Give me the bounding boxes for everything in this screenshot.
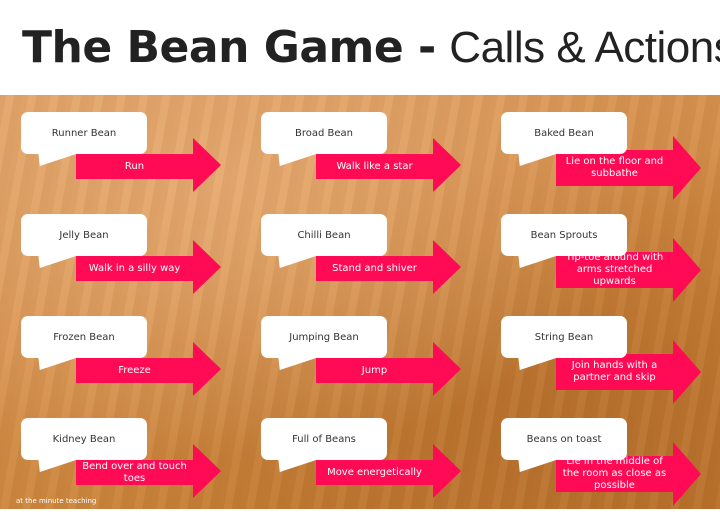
call-label: Beans on toast xyxy=(526,433,602,445)
action-arrow: Move energetically xyxy=(316,444,516,498)
speech-bubble: Chilli Bean xyxy=(261,214,387,256)
call-label: Runner Bean xyxy=(51,127,117,139)
action-label: Walk like a star xyxy=(316,154,433,179)
speech-bubble: Broad Bean xyxy=(261,112,387,154)
footer-credit: at the minute teaching xyxy=(16,497,97,505)
speech-bubble: Jelly Bean xyxy=(21,214,147,256)
card: Jelly Bean Walk in a silly way xyxy=(21,214,261,314)
action-label: Run xyxy=(76,154,193,179)
arrow-head-icon xyxy=(673,238,701,302)
card: Kidney Bean Bend over and touch toes xyxy=(21,418,261,518)
action-label: Stand and shiver xyxy=(316,256,433,281)
action-arrow: Freeze xyxy=(76,342,276,396)
speech-bubble: Kidney Bean xyxy=(21,418,147,460)
call-label: Jumping Bean xyxy=(289,331,359,343)
call-label: Broad Bean xyxy=(294,127,353,139)
card: Chilli Bean Stand and shiver xyxy=(261,214,501,314)
action-label: Freeze xyxy=(76,358,193,383)
action-arrow: Lie on the floor and subbathe xyxy=(556,136,720,200)
action-arrow: Jump xyxy=(316,342,516,396)
speech-bubble: String Bean xyxy=(501,316,627,358)
action-arrow: Walk in a silly way xyxy=(76,240,276,294)
arrow-head-icon xyxy=(433,342,461,396)
arrow-head-icon xyxy=(673,136,701,200)
speech-bubble: Runner Bean xyxy=(21,112,147,154)
title-sub: Calls & Actions xyxy=(449,23,720,72)
page-title: The Bean Game - Calls & Actions xyxy=(22,22,720,73)
action-arrow: Lie in the middle of the room as close a… xyxy=(556,442,720,506)
action-label: Lie on the floor and subbathe xyxy=(556,150,673,186)
call-label: Jelly Bean xyxy=(59,229,109,241)
call-label: Full of Beans xyxy=(292,433,356,445)
card: Jumping Bean Jump xyxy=(261,316,501,416)
action-label: Jump xyxy=(316,358,433,383)
action-arrow: Stand and shiver xyxy=(316,240,516,294)
speech-bubble: Bean Sprouts xyxy=(501,214,627,256)
card: Full of Beans Move energetically xyxy=(261,418,501,518)
arrow-head-icon xyxy=(673,442,701,506)
arrow-head-icon xyxy=(433,138,461,192)
action-arrow: Tip-toe around with arms stretched upwar… xyxy=(556,238,720,302)
action-label: Move energetically xyxy=(316,460,433,485)
card: Broad Bean Walk like a star xyxy=(261,112,501,212)
arrow-head-icon xyxy=(433,240,461,294)
call-label: Baked Bean xyxy=(534,127,594,139)
header: The Bean Game - Calls & Actions xyxy=(0,0,720,95)
arrow-head-icon xyxy=(193,240,221,294)
speech-bubble: Frozen Bean xyxy=(21,316,147,358)
call-label: Frozen Bean xyxy=(53,331,115,343)
card: Baked Bean Lie on the floor and subbathe xyxy=(501,112,720,212)
speech-bubble: Beans on toast xyxy=(501,418,627,460)
arrow-head-icon xyxy=(193,342,221,396)
arrow-head-icon xyxy=(433,444,461,498)
action-arrow: Join hands with a partner and skip xyxy=(556,340,720,404)
call-label: String Bean xyxy=(534,331,594,343)
card: Runner Bean Run xyxy=(21,112,261,212)
arrow-head-icon xyxy=(193,138,221,192)
arrow-head-icon xyxy=(193,444,221,498)
speech-bubble: Full of Beans xyxy=(261,418,387,460)
action-arrow: Run xyxy=(76,138,276,192)
speech-bubble: Jumping Bean xyxy=(261,316,387,358)
action-label: Lie in the middle of the room as close a… xyxy=(556,456,673,492)
call-label: Bean Sprouts xyxy=(530,229,598,241)
card: Bean Sprouts Tip-toe around with arms st… xyxy=(501,214,720,314)
speech-bubble: Baked Bean xyxy=(501,112,627,154)
title-main: The Bean Game - xyxy=(22,22,436,73)
arrow-head-icon xyxy=(673,340,701,404)
action-label: Bend over and touch toes xyxy=(76,460,193,485)
action-label: Join hands with a partner and skip xyxy=(556,354,673,390)
call-label: Chilli Bean xyxy=(297,229,351,241)
action-label: Tip-toe around with arms stretched upwar… xyxy=(556,252,673,288)
action-arrow: Walk like a star xyxy=(316,138,516,192)
action-label: Walk in a silly way xyxy=(76,256,193,281)
card: String Bean Join hands with a partner an… xyxy=(501,316,720,416)
card: Beans on toast Lie in the middle of the … xyxy=(501,418,720,518)
action-arrow: Bend over and touch toes xyxy=(76,444,276,498)
card: Frozen Bean Freeze xyxy=(21,316,261,416)
call-label: Kidney Bean xyxy=(52,433,116,445)
